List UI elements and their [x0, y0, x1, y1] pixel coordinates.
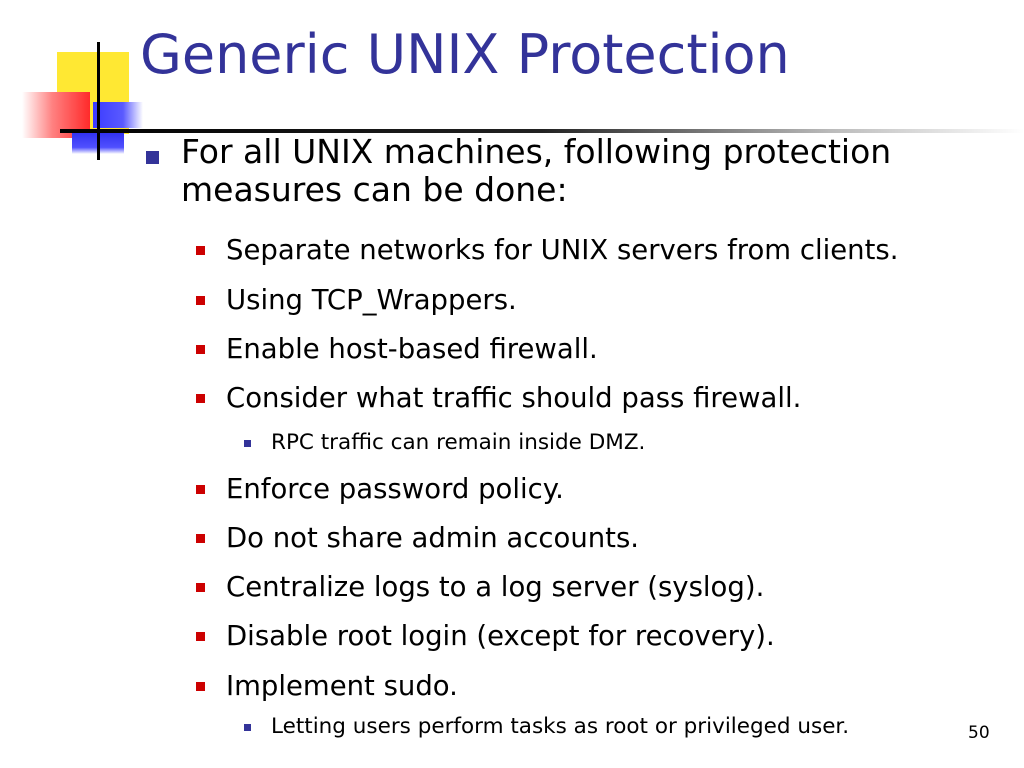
list-item-text: Enable host-based firewall.: [226, 333, 598, 365]
square-bullet-icon: [196, 534, 205, 543]
square-bullet-icon: [196, 583, 205, 592]
square-bullet-icon: [196, 345, 205, 354]
square-bullet-icon: [244, 724, 251, 731]
slide-title: Generic UNIX Protection: [140, 23, 790, 86]
decor-vertical-line: [97, 42, 100, 160]
list-item-text: Do not share admin accounts.: [226, 522, 640, 554]
square-bullet-icon: [196, 485, 205, 494]
square-bullet-icon: [196, 394, 205, 403]
sub-list-item-text: Letting users perform tasks as root or p…: [271, 714, 850, 739]
square-bullet-icon: [196, 632, 205, 641]
sub-list-item-text: RPC traffic can remain inside DMZ.: [271, 430, 646, 455]
list-item-text: Enforce password policy.: [226, 473, 564, 505]
bullet-text-level1: For all UNIX machines, following protect…: [181, 132, 892, 209]
page-number: 50: [968, 723, 990, 743]
square-bullet-icon: [146, 151, 159, 164]
square-bullet-icon: [244, 440, 251, 447]
list-item-text: Implement sudo.: [226, 670, 458, 702]
title-underline: [60, 129, 1024, 133]
list-item-text: Using TCP_Wrappers.: [226, 284, 517, 316]
list-item-text: Separate networks for UNIX servers from …: [226, 234, 899, 266]
square-bullet-icon: [196, 296, 205, 305]
decor-blue-bar-top: [93, 102, 143, 128]
list-item-text: Disable root login (except for recovery)…: [226, 620, 775, 652]
square-bullet-icon: [196, 246, 205, 255]
square-bullet-icon: [196, 682, 205, 691]
list-item-text: Centralize logs to a log server (syslog)…: [226, 571, 765, 603]
list-item-text: Consider what traffic should pass firewa…: [226, 382, 802, 414]
